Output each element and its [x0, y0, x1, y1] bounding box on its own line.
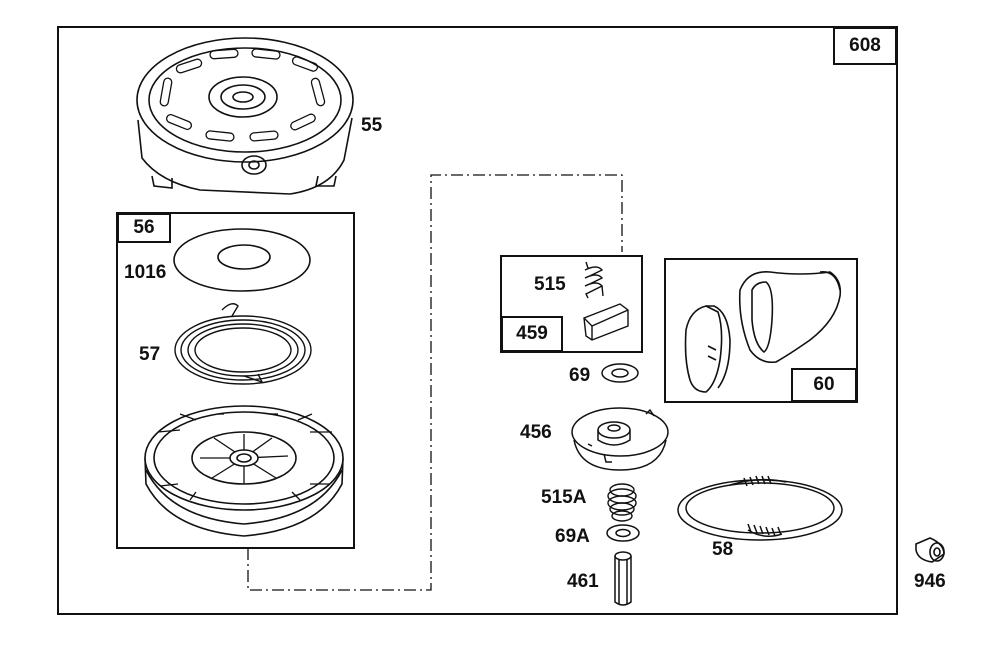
washer-69a-icon: [606, 524, 640, 542]
starter-rope-icon: [677, 475, 843, 541]
kit-56-frame: [116, 212, 355, 549]
kit-60-frame: [664, 258, 858, 403]
part-label-515a: 515A: [541, 487, 587, 508]
part-label-69: 69: [569, 365, 591, 386]
retainer-icon: [571, 407, 669, 471]
assembly-frame: [57, 26, 898, 615]
part-label-1016: 1016: [124, 262, 167, 283]
kit-56-label: 56: [117, 213, 171, 243]
washer-69-icon: [601, 363, 639, 383]
part-label-57: 57: [139, 344, 161, 365]
pawl-spring-icon: [584, 261, 604, 299]
center-pin-icon: [614, 551, 632, 606]
part-label-456: 456: [520, 422, 552, 443]
washer-1016-icon: [173, 228, 311, 292]
assembly-number-label: 608: [833, 27, 897, 65]
blower-housing-icon: [136, 37, 354, 195]
kit-60-label: 60: [791, 368, 857, 402]
starter-handle-icon: [684, 271, 842, 393]
kit-459-label: 459: [501, 316, 563, 352]
part-label-58: 58: [712, 539, 734, 560]
part-label-55: 55: [361, 115, 383, 136]
bushing-icon: [915, 537, 945, 563]
part-label-515: 515: [534, 274, 566, 295]
pawl-icon: [583, 303, 629, 341]
brake-spring-icon: [607, 483, 637, 522]
connector-line: [247, 174, 623, 591]
starter-pulley-icon: [144, 405, 344, 537]
rewind-spring-icon: [174, 303, 312, 385]
part-label-69a: 69A: [555, 526, 590, 547]
part-label-461: 461: [567, 571, 599, 592]
kit-459-frame: [500, 255, 643, 353]
part-label-946: 946: [914, 571, 946, 592]
